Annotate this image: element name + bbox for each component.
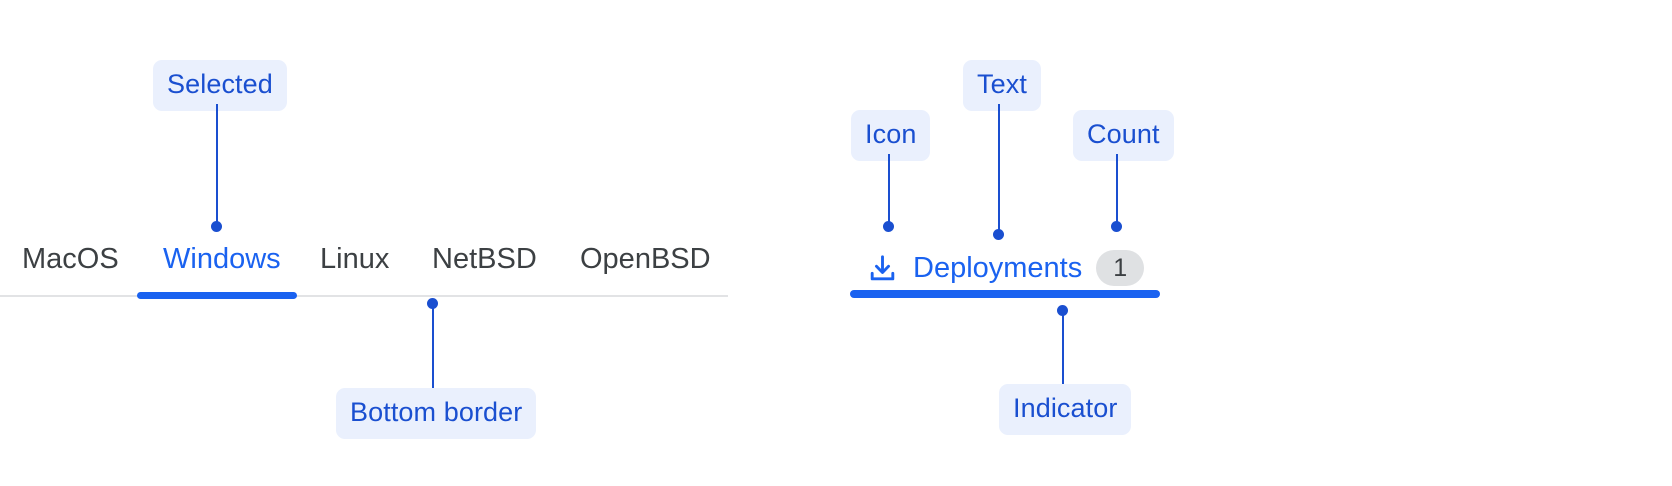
annotation-bottom-border: Bottom border [336, 388, 537, 439]
annotation-icon: Icon [851, 110, 931, 161]
annotation-count-dot [1111, 221, 1122, 232]
annotation-selected: Selected [153, 60, 287, 111]
download-icon [866, 252, 899, 285]
tab-netbsd[interactable]: NetBSD [432, 243, 537, 275]
annotation-icon-dot [883, 221, 894, 232]
tab-linux[interactable]: Linux [320, 243, 390, 275]
annotation-text: Text [963, 60, 1041, 111]
tab-deployments-label: Deployments [913, 251, 1083, 284]
tab-deployments[interactable]: Deployments 1 [866, 246, 1145, 290]
annotation-text-dot [993, 229, 1004, 240]
annotation-selected-leader [216, 104, 218, 226]
tab-bar-bottom-border [0, 295, 728, 297]
tab-openbsd[interactable]: OpenBSD [580, 243, 711, 275]
tab-deployments-indicator [850, 290, 1160, 298]
tab-macos[interactable]: MacOS [22, 243, 119, 275]
tab-bar-selected-underline [137, 292, 297, 299]
annotation-selected-dot [211, 221, 222, 232]
annotation-bottom-border-leader [432, 303, 434, 388]
annotation-text-leader [998, 104, 1000, 232]
tab-deployments-count-badge: 1 [1096, 250, 1145, 286]
annotation-count-leader [1116, 154, 1118, 226]
tab-windows[interactable]: Windows [163, 243, 281, 275]
annotation-icon-leader [888, 154, 890, 226]
annotation-indicator: Indicator [999, 384, 1132, 435]
annotation-count: Count [1073, 110, 1174, 161]
annotation-indicator-leader [1062, 310, 1064, 384]
tab-bar: MacOS Windows Linux NetBSD OpenBSD [0, 245, 780, 299]
